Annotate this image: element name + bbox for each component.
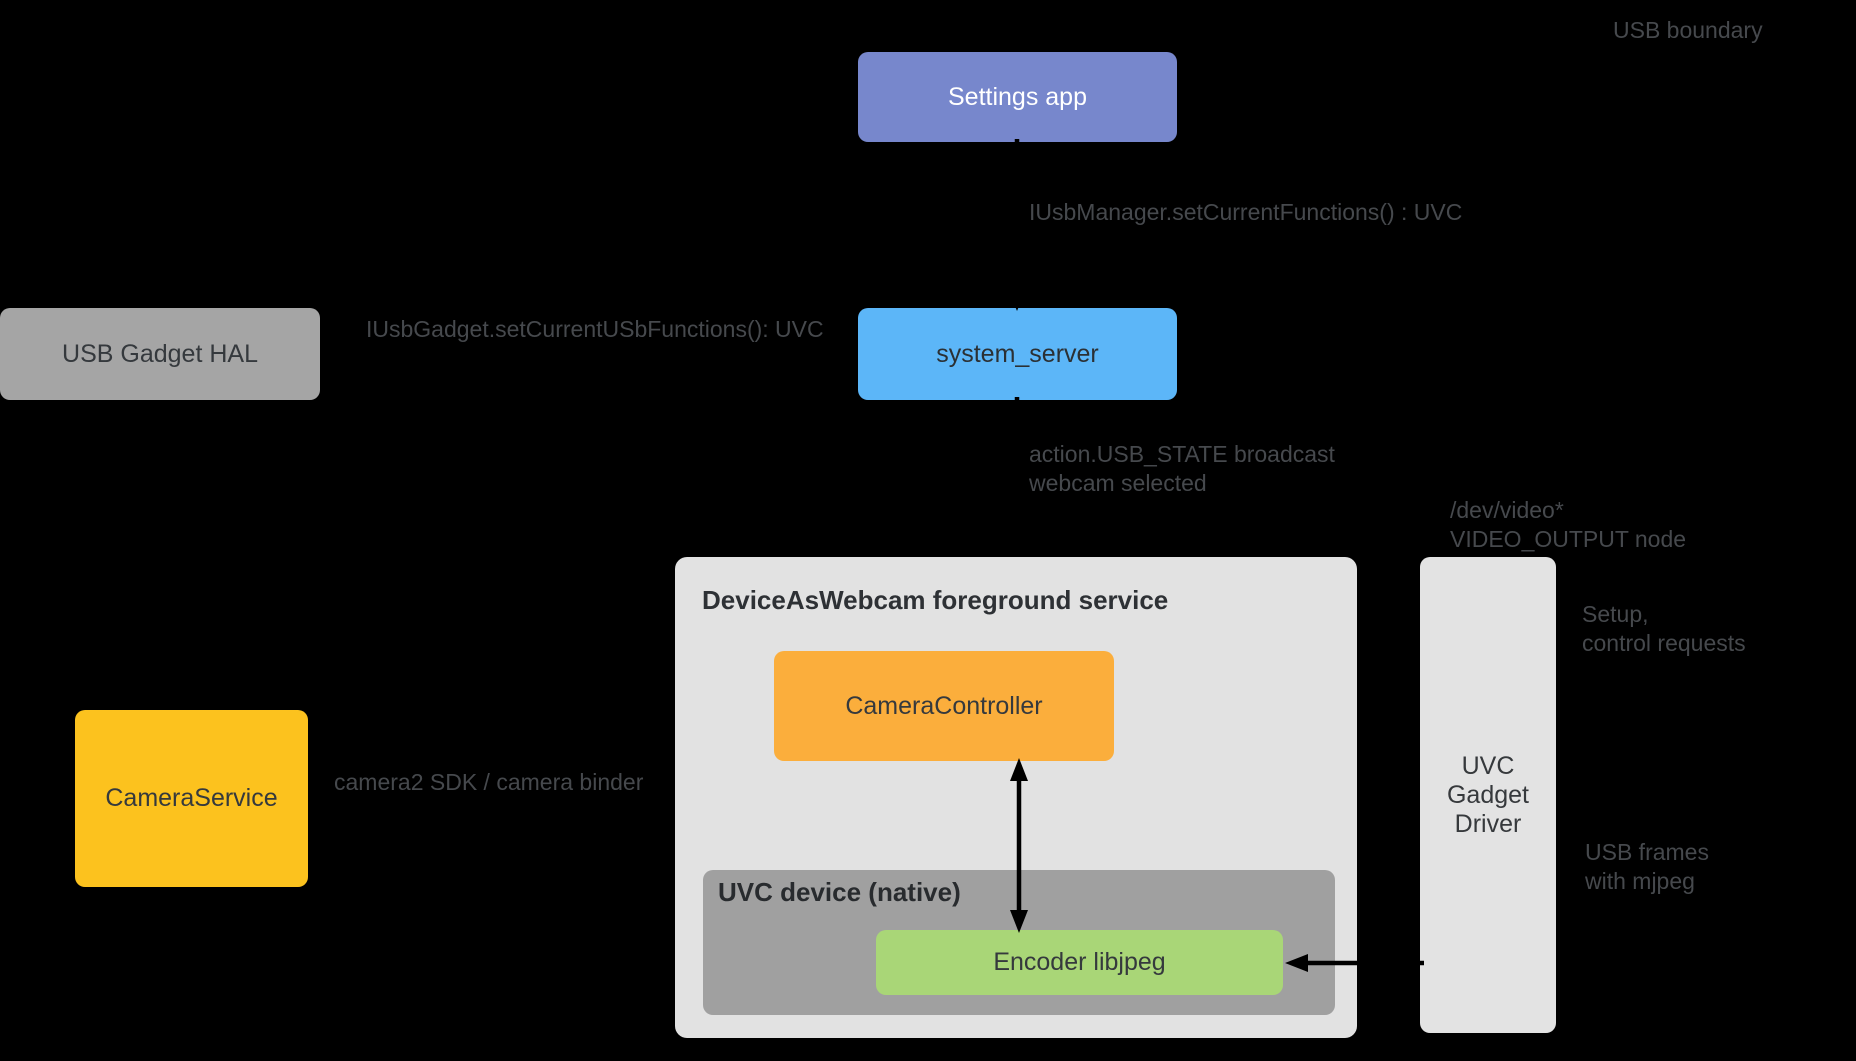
encoder-libjpeg-node: Encoder libjpeg bbox=[876, 930, 1283, 995]
deviceaswebcam-service-container: DeviceAsWebcam foreground service Camera… bbox=[675, 557, 1357, 1038]
iusbgadget-call-label: IUsbGadget.setCurrentUSbFunctions(): UVC bbox=[366, 316, 824, 342]
uvc-device-native-container: UVC device (native) Encoder libjpeg bbox=[703, 870, 1335, 1015]
uvc-gadget-driver-node: UVC Gadget Driver bbox=[1420, 557, 1556, 1033]
setup-control-requests-label: Setup, control requests bbox=[1582, 601, 1746, 656]
uvc-device-native-title: UVC device (native) bbox=[718, 877, 961, 907]
usb-frames-label: USB frames with mjpeg bbox=[1585, 839, 1709, 894]
camera-controller-node: CameraController bbox=[774, 651, 1114, 761]
usb-gadget-hal-node: USB Gadget HAL bbox=[0, 308, 320, 400]
iusbmanager-call-label: IUsbManager.setCurrentFunctions() : UVC bbox=[1029, 199, 1463, 225]
deviceaswebcam-service-title: DeviceAsWebcam foreground service bbox=[702, 585, 1169, 615]
dev-video-node-label: /dev/video* VIDEO_OUTPUT node bbox=[1450, 497, 1687, 552]
arrow-system-server-to-service bbox=[1008, 397, 1026, 556]
system-server-node: system_server bbox=[858, 308, 1177, 400]
camera-service-node: CameraService bbox=[75, 710, 308, 887]
camera2-sdk-label: camera2 SDK / camera binder bbox=[334, 769, 644, 795]
usb-state-broadcast-label: action.USB_STATE broadcast webcam select… bbox=[1029, 441, 1335, 496]
arrow-system-server-to-hal bbox=[321, 345, 858, 363]
settings-app-node: Settings app bbox=[858, 52, 1177, 142]
usb-boundary-label: USB boundary bbox=[1613, 17, 1763, 43]
arrow-settings-to-system-server bbox=[1008, 139, 1026, 311]
